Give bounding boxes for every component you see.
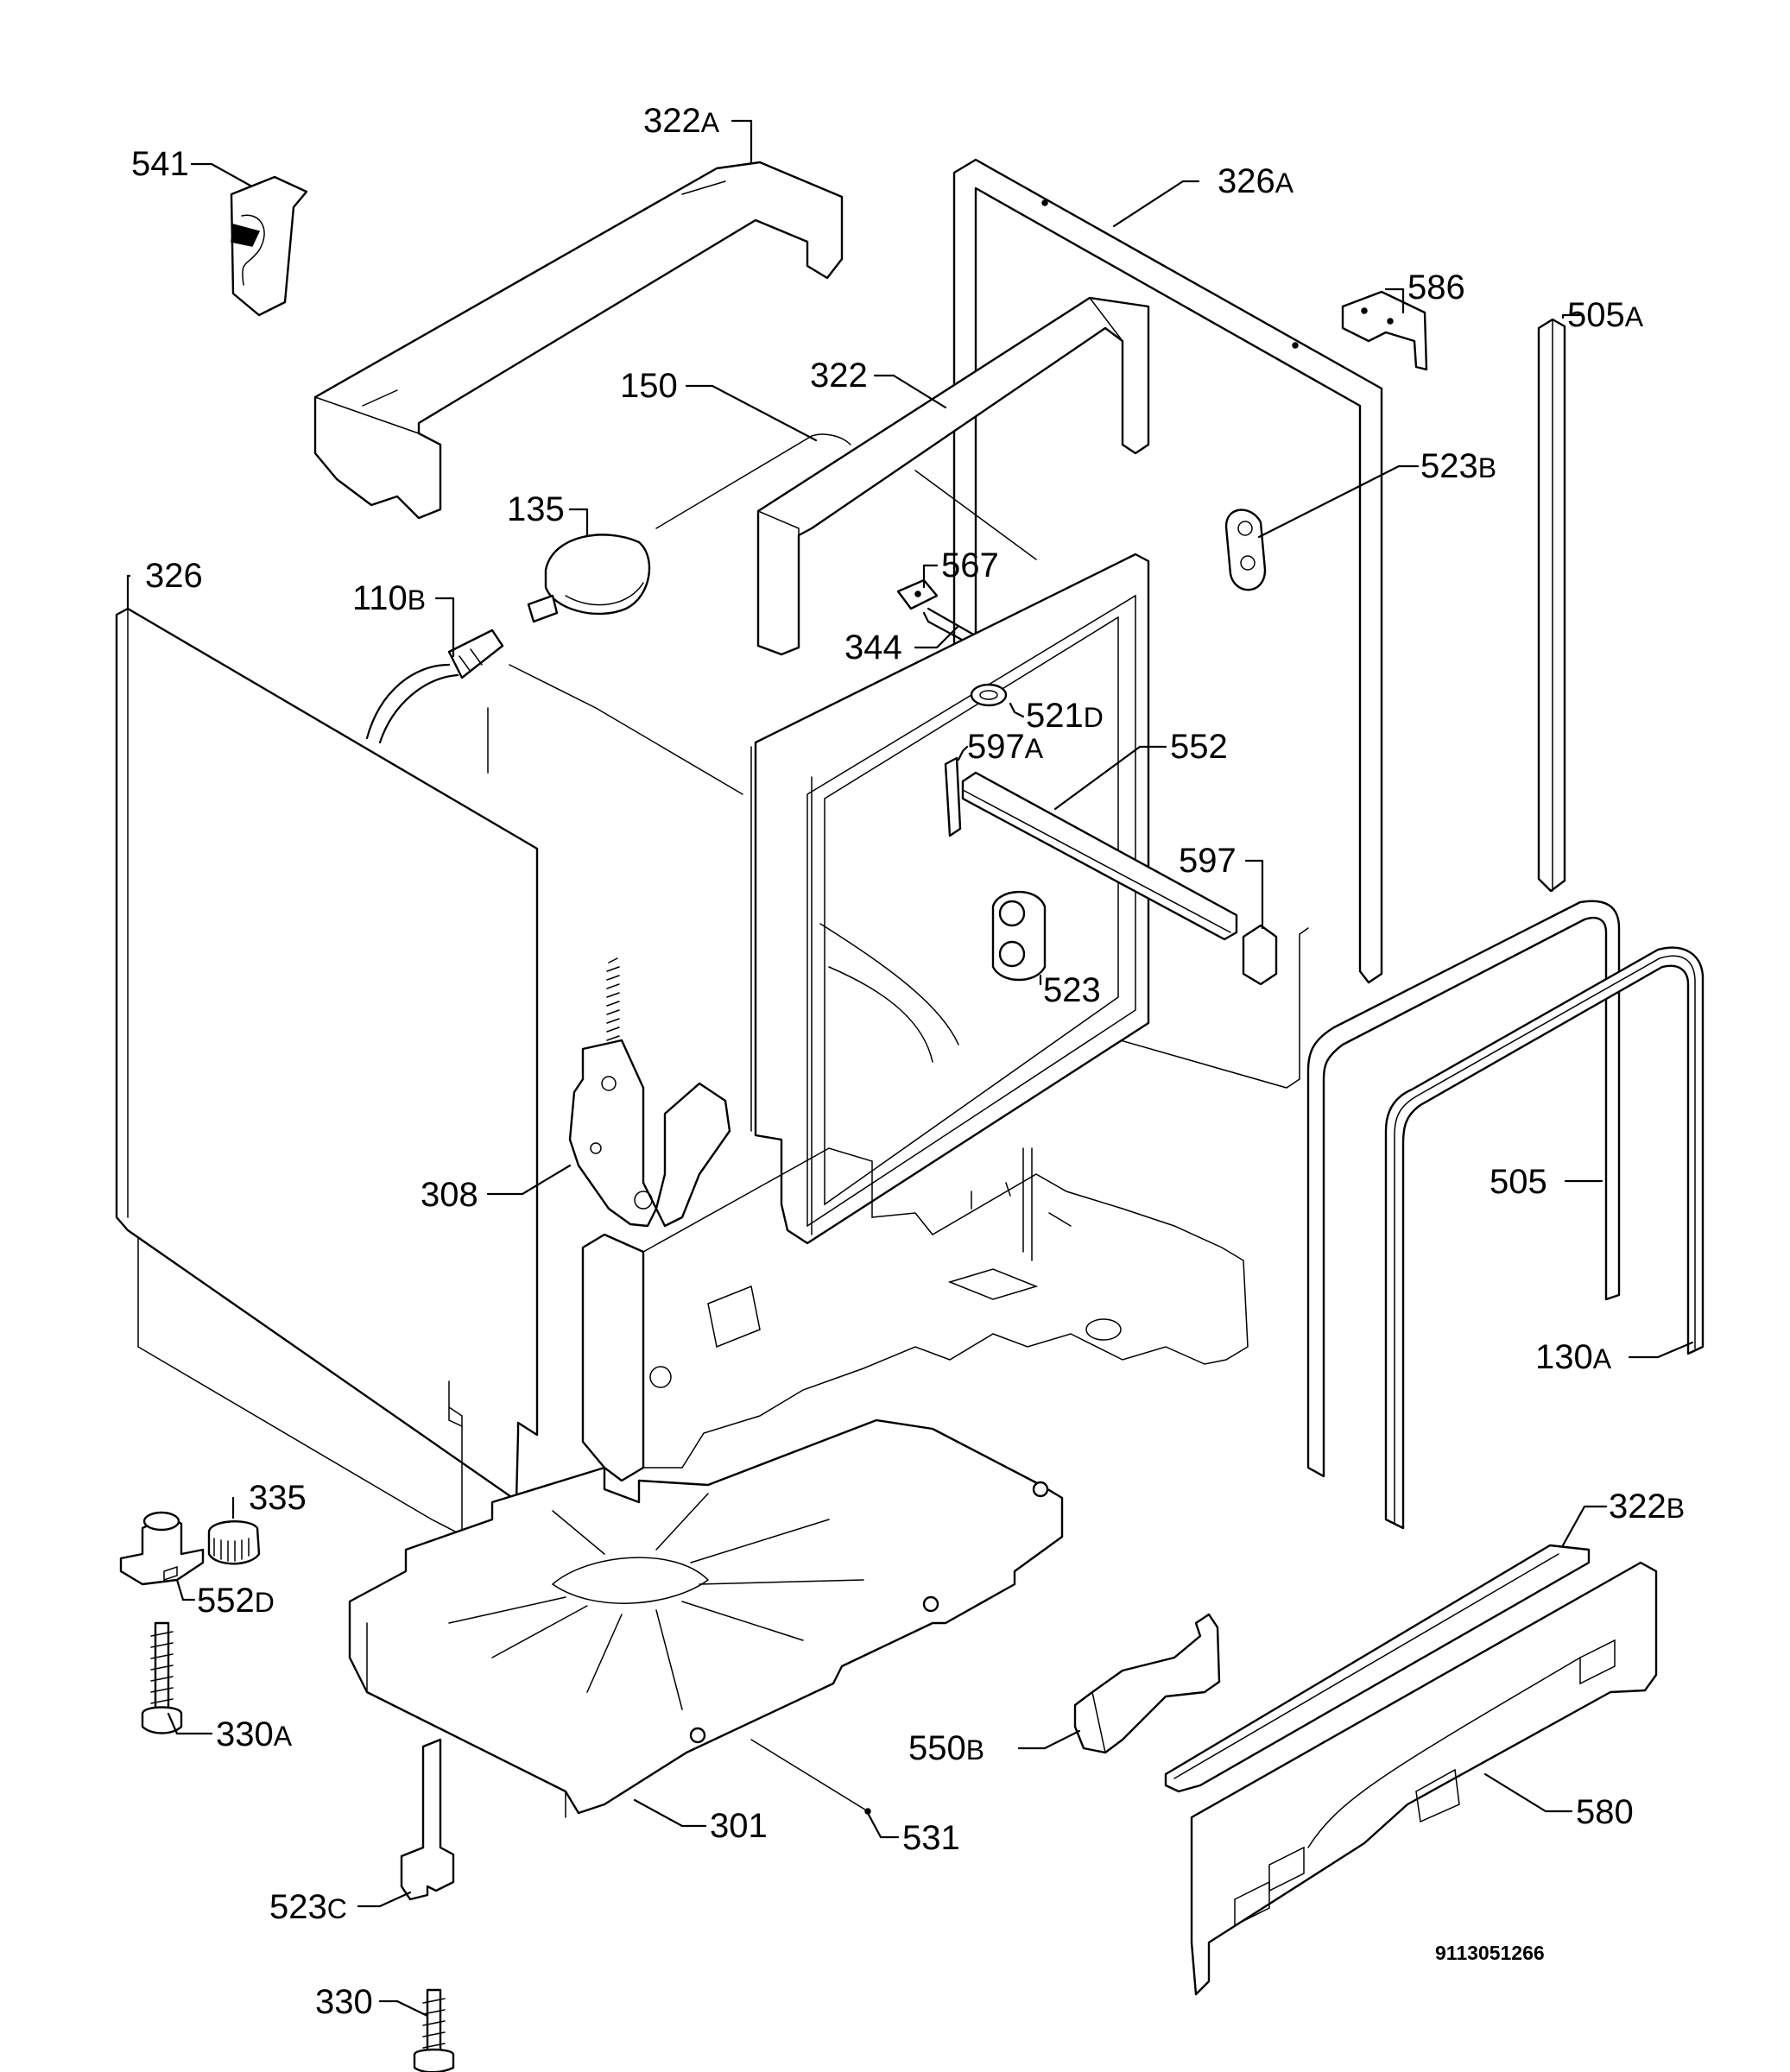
label-344: 344 [844, 629, 902, 666]
leader-586 [1384, 287, 1405, 314]
part-505a-vertical-seal [1537, 318, 1566, 893]
part-base-frame [581, 1147, 1249, 1482]
leader-550b [1017, 1729, 1081, 1750]
leader-531 [866, 1811, 900, 1839]
leader-lines [126, 119, 1694, 2018]
part-301-base-pan [348, 1418, 1064, 1818]
part-130a-door-seal [1384, 946, 1705, 1530]
leader-322a [731, 119, 753, 164]
label-567: 567 [941, 546, 999, 584]
label-326: 326 [145, 557, 203, 595]
label-326a: 326A [1218, 162, 1294, 200]
part-505-door-seal [1306, 900, 1621, 1478]
leader-150 [685, 384, 818, 442]
label-523b: 523B [1420, 447, 1496, 485]
leader-330a [167, 1712, 213, 1735]
label-330: 330 [315, 1983, 373, 2021]
part-523c-bracket [400, 1738, 455, 1901]
label-150: 150 [620, 367, 678, 405]
part-552-rail [961, 771, 1238, 941]
label-505a: 505A [1567, 296, 1644, 334]
part-322-top-rail [756, 296, 1150, 656]
leader-552d [175, 1578, 196, 1601]
label-586: 586 [1407, 268, 1465, 306]
part-330-screw [413, 1988, 455, 2072]
leader-135 [568, 508, 589, 537]
leader-597a [957, 745, 969, 761]
label-550b: 550B [908, 1729, 984, 1767]
part-door-frame [750, 553, 1150, 1245]
leader-110b [434, 597, 455, 658]
part-335-gear [207, 1520, 261, 1565]
leader-597 [1244, 859, 1264, 930]
label-322a: 322A [643, 102, 720, 140]
part-567-clip [896, 578, 939, 610]
part-531-wire [750, 1739, 871, 1815]
label-523c: 523C [269, 1888, 347, 1926]
part-322a-top-bracket [313, 161, 844, 520]
leader-523b [1257, 464, 1420, 539]
label-308: 308 [421, 1176, 478, 1214]
label-135: 135 [507, 490, 565, 528]
part-521d-ring [970, 683, 1008, 707]
part-580-bottom-panel [1190, 1561, 1658, 1996]
leader-580 [1483, 1772, 1573, 1813]
part-597a-clip [944, 756, 962, 837]
leader-322 [873, 374, 947, 409]
label-301: 301 [710, 1807, 768, 1845]
part-322b-bottom-rail [1164, 1544, 1591, 1793]
leader-523c [357, 1891, 412, 1908]
part-308-hinge [568, 957, 731, 1228]
part-330a-screw [141, 1621, 183, 1734]
part-326-side-panel [115, 607, 539, 1537]
label-335: 335 [249, 1479, 307, 1517]
leader-344 [914, 624, 960, 649]
label-523: 523 [1043, 971, 1101, 1009]
leader-308 [486, 1164, 572, 1196]
label-552: 552 [1170, 728, 1228, 766]
part-135-cap [527, 534, 651, 623]
part-550b-bracket [1073, 1613, 1221, 1754]
part-541-clip [230, 175, 308, 317]
leader-322b [1561, 1505, 1608, 1547]
label-322b: 322B [1609, 1488, 1685, 1526]
drawing-number: 9113051266 [1435, 1942, 1545, 1964]
part-523-grommets [991, 890, 1047, 982]
label-531: 531 [902, 1819, 960, 1857]
leader-521d [1009, 702, 1025, 718]
part-597-clip [1242, 924, 1278, 986]
label-597: 597 [1179, 842, 1237, 880]
leader-552 [1053, 745, 1167, 811]
leader-567 [922, 564, 939, 589]
leader-326a [1112, 180, 1200, 228]
label-130a: 130A [1535, 1338, 1612, 1376]
leader-130a [1628, 1341, 1694, 1359]
leader-330 [378, 1999, 429, 2018]
label-505: 505 [1490, 1163, 1547, 1201]
leader-541 [190, 162, 252, 187]
callout-labels: 541 322A 326A 586 505A 150 322 523B 135 … [131, 102, 1685, 2021]
label-110b: 110B [352, 579, 426, 617]
label-521d: 521D [1026, 697, 1104, 735]
leader-301 [633, 1798, 707, 1828]
leader-326 [126, 574, 131, 610]
label-580: 580 [1576, 1793, 1634, 1831]
leader-505a [1561, 313, 1582, 319]
label-597a: 597A [967, 728, 1044, 766]
label-541: 541 [131, 145, 189, 183]
part-552d-housing [119, 1511, 205, 1586]
label-322: 322 [810, 357, 868, 395]
label-330a: 330A [216, 1715, 293, 1753]
label-552d: 552D [197, 1582, 275, 1620]
part-523b-grommet [1224, 509, 1267, 591]
part-110b-hose [365, 629, 504, 744]
part-150-tub [487, 433, 1037, 1261]
